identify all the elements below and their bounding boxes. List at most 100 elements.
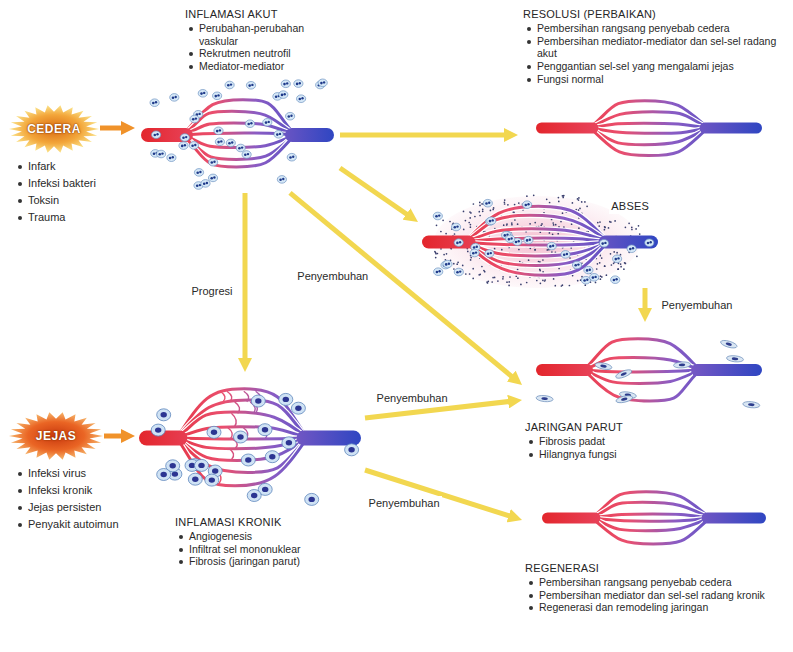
bullet-item: Rekrutmen neutrofil	[185, 47, 334, 60]
cell-body	[487, 217, 496, 225]
bullet-item: Fibrosis (jaringan parut)	[175, 555, 359, 568]
pus-dot	[608, 227, 610, 229]
bullet-dot	[18, 216, 22, 220]
cell	[263, 118, 272, 126]
pus-dot	[584, 201, 586, 203]
cell-nucleus	[574, 264, 577, 267]
node-title-line: RESOLUSI (PERBAIKAN)	[523, 8, 784, 22]
bullet-dot	[179, 560, 183, 564]
cell-nucleus	[172, 96, 175, 99]
cell-nucleus	[227, 84, 230, 87]
bullet-dot	[189, 27, 193, 31]
cell-body	[205, 474, 219, 486]
pus-dot	[579, 208, 581, 210]
cell-nucleus	[169, 157, 172, 160]
pus-dot	[533, 194, 535, 196]
cell	[215, 138, 224, 146]
bullet-dot	[529, 581, 533, 585]
cell	[242, 151, 251, 159]
cell-nucleus	[615, 258, 618, 261]
cell-nucleus	[456, 225, 458, 227]
pus-dot	[553, 224, 555, 226]
node-title: INFLAMASI KRONIK	[175, 516, 282, 528]
cell	[245, 120, 254, 128]
cell-nucleus	[286, 440, 292, 445]
cell-nucleus	[199, 171, 201, 173]
cell-nucleus	[647, 242, 650, 245]
bullet-dot	[18, 472, 22, 476]
cell-nucleus	[510, 237, 512, 239]
pus-dot	[494, 277, 496, 279]
cell	[523, 201, 532, 209]
artery-trunk	[542, 364, 587, 376]
pus-dot	[628, 222, 630, 224]
pus-dot	[542, 271, 544, 273]
pus-dot	[504, 199, 506, 201]
pus-dot	[616, 252, 618, 254]
pus-dot	[613, 262, 615, 264]
vessel-outline	[592, 492, 710, 518]
node-title: RESOLUSI (PERBAIKAN)	[523, 8, 656, 20]
cell-body	[720, 339, 738, 350]
starburst-fill	[9, 105, 99, 153]
cell	[274, 130, 283, 138]
pus-dot	[487, 282, 489, 284]
pus-dot	[601, 257, 603, 259]
bullet-item: Pembersihan mediator dan sel-sel radang …	[525, 589, 784, 602]
cell-nucleus	[288, 115, 291, 118]
cell-body	[226, 139, 235, 147]
cell-body	[287, 153, 296, 161]
cell-body	[207, 426, 221, 438]
cell-nucleus	[231, 141, 233, 143]
pus-dot	[620, 263, 622, 265]
cause-label: Jejas persisten	[28, 501, 101, 514]
vessel-branch	[466, 206, 608, 242]
starburst-fill	[9, 412, 103, 460]
vessel-network	[148, 100, 327, 167]
cell-nucleus	[286, 82, 288, 84]
cell-nucleus	[438, 214, 440, 216]
cell-group	[536, 339, 760, 409]
cell-body	[452, 223, 461, 231]
vessel-outline	[590, 100, 708, 127]
pus-dot	[569, 257, 571, 259]
vessel-branch	[466, 229, 608, 242]
pus-dot	[611, 264, 613, 266]
cell	[251, 395, 265, 407]
burst-label: JEJAS	[36, 429, 77, 443]
pus-dot	[554, 285, 556, 287]
capillary	[231, 413, 236, 427]
cell-body	[282, 437, 296, 449]
chronic-inflammation: INFLAMASI KRONIKAngiogenesisInfiltrat se…	[135, 372, 365, 568]
vessel-branch	[592, 502, 710, 518]
cell-body	[246, 81, 255, 89]
cell-nucleus	[732, 357, 739, 360]
cell-nucleus	[604, 242, 606, 244]
cell-nucleus	[156, 133, 158, 135]
cell-nucleus	[212, 468, 218, 473]
cell	[214, 127, 223, 135]
cell-body	[627, 245, 636, 253]
cell-body	[434, 268, 443, 276]
pus-dot	[542, 279, 544, 281]
pus-dot	[472, 268, 474, 270]
cell-nucleus	[456, 242, 459, 245]
pus-dot	[617, 268, 619, 270]
cell-body	[170, 94, 179, 102]
cell	[524, 236, 533, 244]
pus-dot	[443, 254, 445, 256]
cell-body	[483, 199, 492, 207]
capillary	[235, 402, 240, 414]
pus-dot	[552, 233, 554, 235]
cell-nucleus	[276, 133, 279, 136]
pus-dot	[631, 229, 633, 231]
vessel-outline	[592, 518, 710, 531]
pus-dot	[578, 199, 580, 201]
cell-nucleus	[586, 269, 589, 272]
cell-body	[157, 409, 171, 421]
pus-dot	[597, 263, 599, 265]
cell-body	[241, 454, 255, 466]
pus-dot	[518, 202, 520, 204]
cell	[615, 394, 633, 404]
cell-nucleus	[320, 82, 323, 85]
